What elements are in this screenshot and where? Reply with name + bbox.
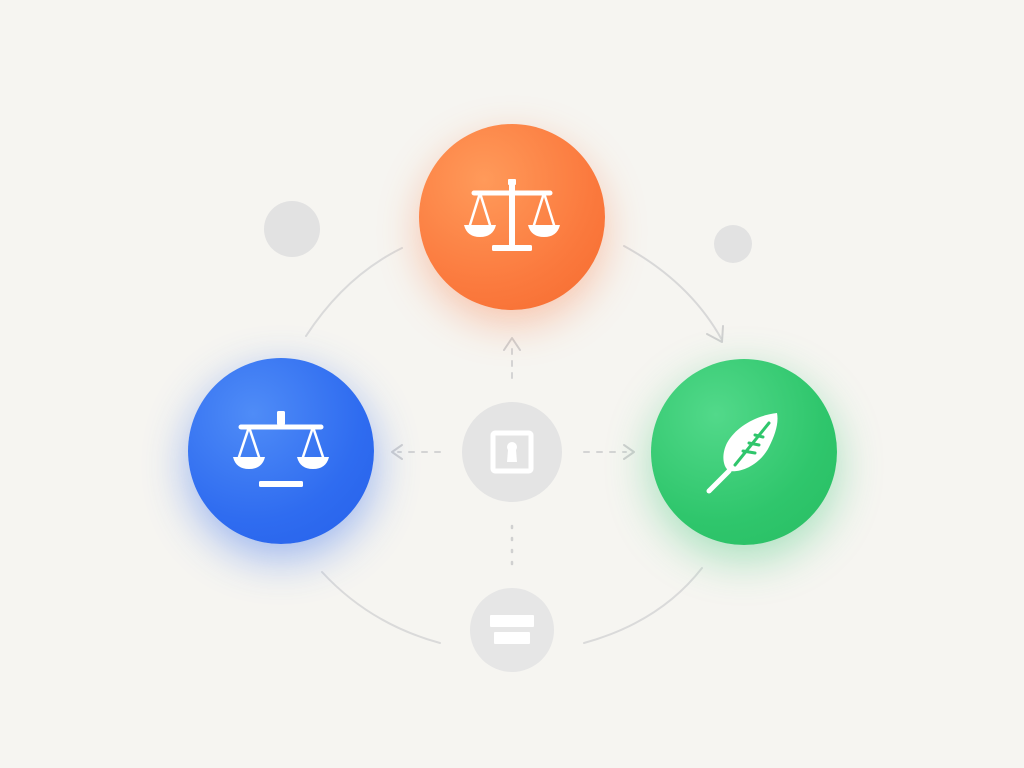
server-icon [490, 615, 534, 644]
node-left-blue[interactable] [188, 358, 374, 544]
connector-top-right [623, 245, 723, 341]
node-right-green[interactable] [651, 359, 837, 545]
arrowhead-center-left [391, 444, 403, 460]
node-top-orange[interactable] [419, 124, 605, 310]
node-center-gray[interactable] [462, 402, 562, 502]
decorative-dot-right [714, 225, 752, 263]
arrowhead-center-top [503, 337, 521, 351]
decorative-dot-left [264, 201, 320, 257]
scale-icon [233, 411, 329, 487]
connector-left-bottom [321, 571, 441, 644]
connector-bottom-right [583, 567, 703, 644]
arrowhead-top-right [706, 325, 724, 343]
scale-icon [464, 179, 560, 251]
connector-left-top [305, 247, 403, 337]
keyhole-icon [490, 430, 534, 474]
node-bottom-gray[interactable] [470, 588, 554, 672]
arrowhead-center-right [623, 444, 635, 460]
feather-icon [706, 413, 778, 494]
